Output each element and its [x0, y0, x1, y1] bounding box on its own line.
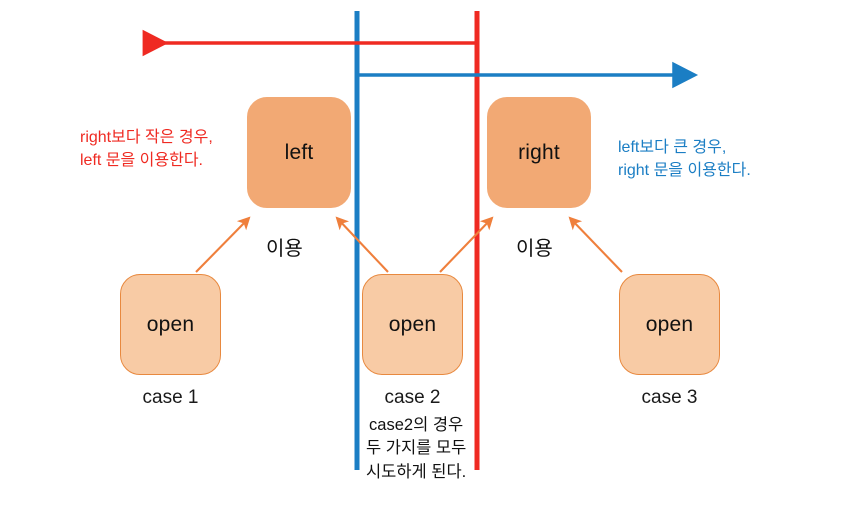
node-open-case1[interactable]: open	[120, 274, 221, 375]
use-label-right: 이용	[516, 238, 553, 260]
node-open-case1-label: open	[146, 312, 195, 336]
node-open-case3-label: open	[645, 312, 694, 336]
caption-case1: case 1	[142, 387, 199, 408]
node-open-case3[interactable]: open	[619, 274, 720, 375]
caption-case3: case 3	[641, 387, 698, 408]
caption-case2: case 2	[384, 387, 441, 408]
node-right-label: right	[518, 140, 560, 164]
annotation-left-note: right보다 작은 경우, left 문을 이용한다.	[80, 126, 213, 172]
annotation-right-note: left보다 큰 경우, right 문을 이용한다.	[618, 136, 751, 182]
node-open-case2[interactable]: open	[362, 274, 463, 375]
node-left[interactable]: left	[247, 97, 351, 208]
node-right[interactable]: right	[487, 97, 591, 208]
use-label-left: 이용	[266, 238, 303, 260]
annotation-left-note-line1: right보다 작은 경우,	[80, 129, 213, 146]
arrow-open3-to-right	[568, 216, 623, 273]
annotation-left-note-line2: left 문을 이용한다.	[80, 152, 203, 170]
annotation-bottom-note-line1: case2의 경우	[369, 416, 464, 434]
annotation-bottom-note-line3: 시도하게 된다.	[366, 462, 467, 481]
arrow-open1-to-left	[195, 216, 251, 273]
annotation-right-note-line2: right 문을 이용한다.	[618, 162, 751, 180]
arrow-open2-to-right	[439, 216, 494, 273]
arrow-open2-to-left	[335, 216, 389, 273]
annotation-bottom-note: case2의 경우 두 가지를 모두 시도하게 된다.	[366, 414, 466, 484]
node-open-case2-label: open	[388, 312, 437, 336]
annotation-right-note-line1: left보다 큰 경우,	[618, 139, 727, 156]
annotation-bottom-note-line2: 두 가지를 모두	[366, 439, 467, 458]
node-left-label: left	[284, 140, 314, 164]
